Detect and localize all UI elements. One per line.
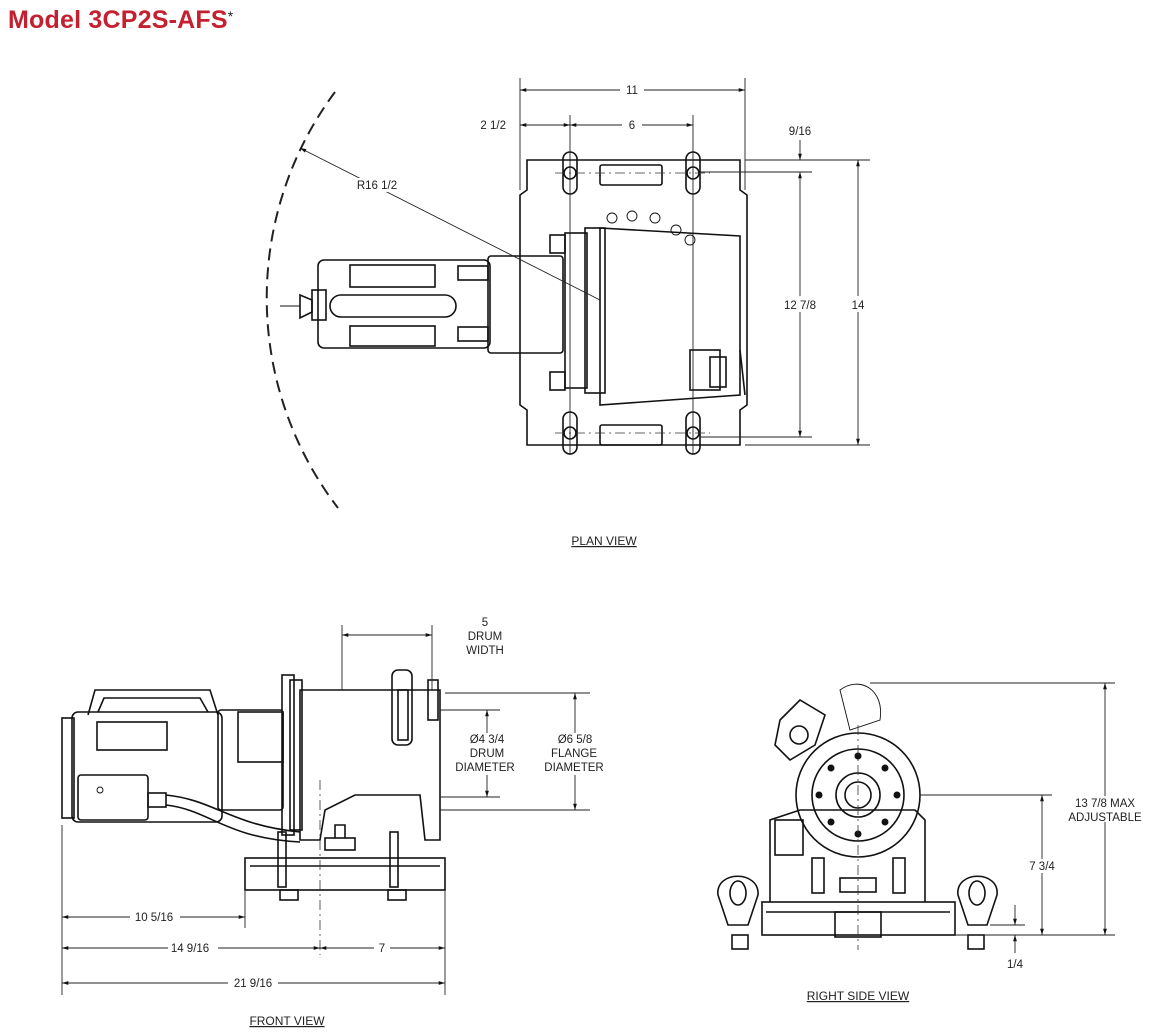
max-height-value: 13 7/8 MAX [1075,798,1135,810]
dim-label-6: 6 [629,120,635,132]
drum-diameter-label: DRUM [470,748,505,760]
plan-view-label: PLAN VIEW [571,534,637,548]
base-plate [519,159,748,446]
drum-diameter-value: Ø4 3/4 [470,734,505,746]
dim-label-21-9-16: 21 9/16 [234,978,272,990]
flange-diameter-value: Ø6 5/8 [558,734,593,746]
base-thickness-label: 1/4 [1007,959,1024,971]
model-title: Model 3CP2S-AFS* [8,6,233,35]
dim-label-10-5-16: 10 5/16 [135,912,173,924]
dim-label-radius: R16 1/2 [357,180,397,192]
motor [71,711,223,823]
model-name: Model 3CP2S-AFS [8,6,228,34]
base [761,901,956,936]
dim-label-12-7-8: 12 7/8 [784,300,816,312]
drum-width-label: DRUM [468,631,503,643]
flange-diameter-label: DIAMETER [544,762,603,774]
right-side-view: 13 7/8 MAX ADJUSTABLE 7 3/4 1/4 RIGHT SI… [717,682,1150,1003]
swing-radius-arc [265,91,339,509]
plan-view: 11 2 1/2 6 9/16 12 7/8 14 R16 1/2 PLAN V… [265,78,870,548]
flange-diameter-label: FLANGE [551,748,597,760]
drum-width-value: 5 [482,617,488,629]
front-view: 5 DRUM WIDTH Ø4 3/4 DRUM DIAMETER Ø6 5/8… [61,617,613,1028]
dim-label-offset: 2 1/2 [480,120,506,132]
drum-housing [299,689,441,841]
right-side-view-label: RIGHT SIDE VIEW [807,989,910,1003]
footnote-asterisk: * [227,8,234,24]
front-view-label: FRONT VIEW [249,1014,325,1028]
dim-label-9-16: 9/16 [789,126,811,138]
dim-label-14: 14 [852,300,865,312]
drum-diameter-label: DIAMETER [455,762,514,774]
dim-label-14-9-16: 14 9/16 [171,943,209,955]
max-height-label: ADJUSTABLE [1068,812,1142,824]
dim-label-7: 7 [379,943,385,955]
dim-label-11: 11 [626,85,638,97]
center-height-label: 7 3/4 [1029,861,1055,873]
base [244,857,446,891]
drum-width-label: WIDTH [466,645,504,657]
